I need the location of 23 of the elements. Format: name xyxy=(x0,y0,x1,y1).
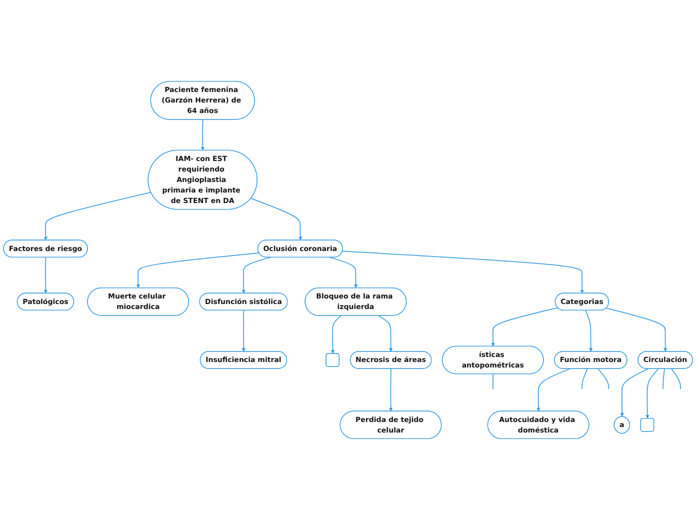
arrow xyxy=(250,198,302,240)
arrow xyxy=(200,119,205,151)
connector xyxy=(582,368,588,390)
arrow xyxy=(44,192,152,240)
arrow xyxy=(536,368,570,412)
arrow xyxy=(606,308,668,352)
arrow xyxy=(645,368,659,419)
arrow xyxy=(242,310,246,352)
connector xyxy=(671,368,682,390)
arrow xyxy=(620,368,649,417)
arrow xyxy=(378,315,393,352)
arrow xyxy=(388,368,393,412)
connector xyxy=(598,368,610,390)
arrow xyxy=(491,307,558,347)
connector xyxy=(492,374,494,390)
arrow xyxy=(136,252,260,288)
arrow xyxy=(585,310,593,352)
arrow xyxy=(329,256,358,288)
arrow xyxy=(330,315,342,354)
arrow xyxy=(242,256,271,294)
connector xyxy=(662,368,666,390)
arrow xyxy=(342,250,584,294)
arrow xyxy=(44,256,48,294)
